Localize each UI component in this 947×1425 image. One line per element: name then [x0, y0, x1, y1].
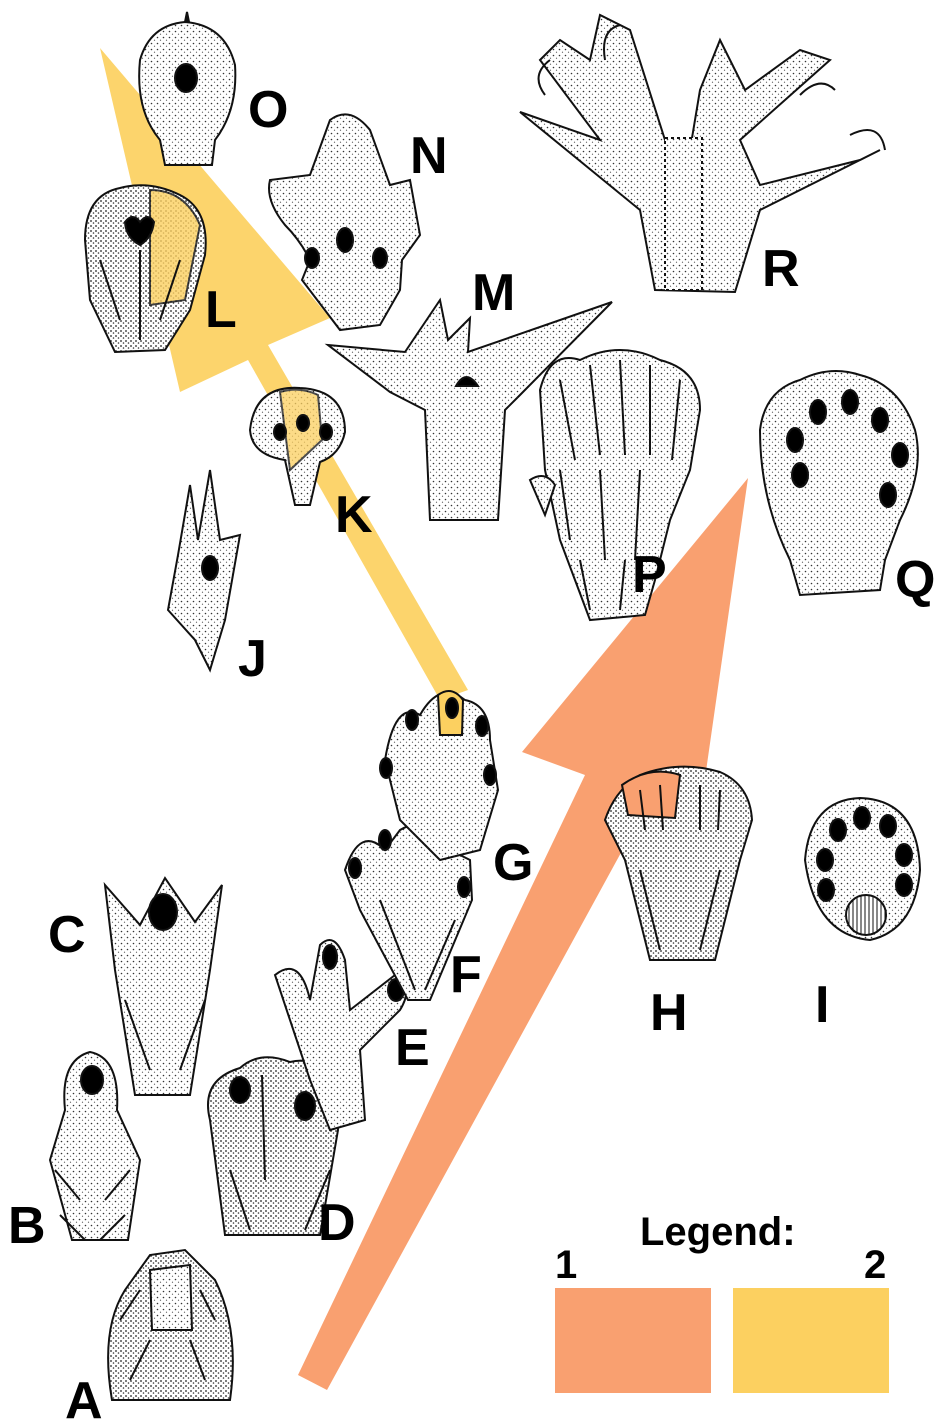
label-F: F — [450, 946, 482, 1004]
label-A: A — [65, 1372, 103, 1425]
legend-title: Legend: — [640, 1210, 796, 1254]
label-H: H — [650, 984, 688, 1042]
label-D: D — [318, 1194, 356, 1252]
label-L: L — [205, 281, 237, 339]
label-B: B — [8, 1197, 46, 1255]
specimen-J — [168, 470, 240, 670]
legend-number-1: 1 — [555, 1243, 577, 1287]
label-K: K — [335, 486, 373, 544]
specimen-C — [105, 878, 222, 1095]
specimen-H — [605, 767, 752, 960]
specimen-B — [50, 1052, 140, 1240]
label-N: N — [410, 127, 448, 185]
legend-number-2: 2 — [864, 1243, 886, 1287]
specimen-A — [108, 1250, 233, 1400]
label-O: O — [248, 81, 288, 139]
label-I: I — [815, 976, 829, 1034]
legend: Legend: 1 2 — [555, 1210, 889, 1393]
specimen-I — [805, 798, 920, 940]
specimen-R — [520, 15, 885, 292]
label-E: E — [395, 1019, 430, 1077]
label-M: M — [472, 264, 515, 322]
label-C: C — [48, 906, 86, 964]
label-J: J — [238, 630, 267, 688]
label-Q: Q — [895, 551, 935, 609]
label-G: G — [493, 834, 533, 892]
label-P: P — [632, 546, 667, 604]
legend-swatch-2 — [733, 1288, 889, 1393]
legend-swatch-1 — [555, 1288, 711, 1393]
label-R: R — [762, 240, 800, 298]
